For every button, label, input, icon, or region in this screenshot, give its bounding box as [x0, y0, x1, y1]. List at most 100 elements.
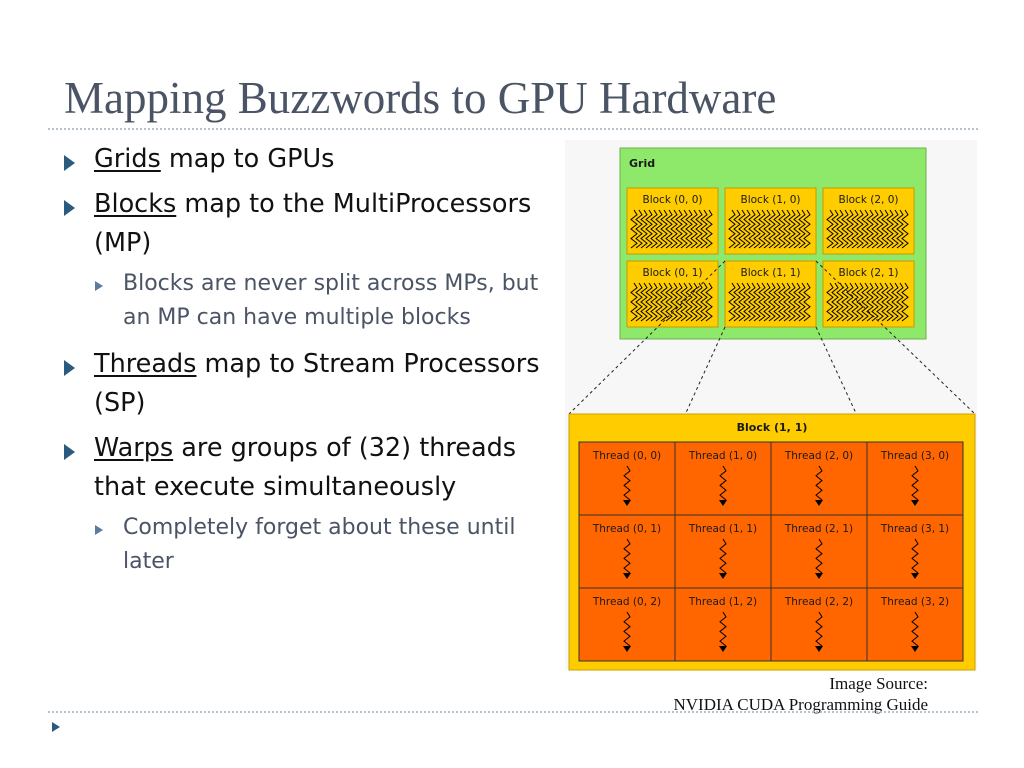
bullet-text: map to GPUs	[160, 144, 335, 174]
thread-squiggle-icon	[758, 282, 766, 322]
thread-squiggle-icon	[645, 209, 653, 249]
bullet-warps: Warps are groups of (32) threads that ex…	[62, 429, 552, 507]
thread-squiggle-icon	[866, 282, 874, 322]
bullet-text: map to Stream Processors (SP)	[94, 349, 540, 418]
footer-divider	[48, 711, 978, 713]
bullet-text: are groups of (32) threads that execute …	[94, 433, 517, 502]
thread-squiggle-icon	[680, 282, 688, 322]
thread-squiggle-icon	[753, 282, 761, 322]
thread-squiggle-icon	[793, 282, 801, 322]
thread-squiggle-icon	[705, 282, 713, 322]
thread-squiggle-icon	[640, 209, 648, 249]
thread-squiggle-icon	[690, 282, 698, 322]
thread-squiggle-icon	[803, 282, 811, 322]
grid-block-label: Block (2, 0)	[839, 194, 899, 206]
thread-squiggle-icon	[876, 282, 884, 322]
thread-squiggle-icon	[803, 209, 811, 249]
thread-squiggle-icon	[836, 282, 844, 322]
bullet-arrow-icon	[64, 444, 75, 460]
thread-squiggle-icon	[685, 282, 693, 322]
thread-arrowhead-icon	[719, 646, 727, 652]
thread-squiggle-icon	[670, 282, 678, 322]
thread-squiggle-icon	[783, 282, 791, 322]
slide-title: Mapping Buzzwords to GPU Hardware	[64, 73, 777, 123]
thread-squiggle-icon	[680, 209, 688, 249]
thread-squiggle-icon	[738, 282, 746, 322]
thread-label: Thread (0, 1)	[592, 523, 661, 535]
thread-arrowhead-icon	[719, 573, 727, 579]
zoom-connector-line	[568, 260, 726, 415]
thread-squiggle-icon	[861, 209, 869, 249]
thread-squiggle-icon	[660, 282, 668, 322]
thread-squiggle-icon	[640, 282, 648, 322]
thread-squiggle-icon	[911, 538, 919, 574]
title-divider	[48, 128, 978, 130]
thread-squiggle-icon	[733, 282, 741, 322]
thread-arrowhead-icon	[623, 500, 631, 506]
thread-squiggle-icon	[670, 209, 678, 249]
thread-squiggle-icon	[881, 209, 889, 249]
thread-squiggle-icon	[901, 209, 909, 249]
sub-bullet-blocks-split: Blocks are never split across MPs, but a…	[62, 267, 552, 335]
thread-squiggle-icon	[856, 209, 864, 249]
thread-squiggle-icon	[851, 209, 859, 249]
grid-block-label: Block (2, 1)	[839, 267, 899, 279]
bullet-arrow-icon	[64, 360, 75, 376]
thread-squiggle-icon	[655, 209, 663, 249]
thread-squiggle-icon	[831, 209, 839, 249]
thread-squiggle-icon	[871, 282, 879, 322]
image-source-caption: Image Source: NVIDIA CUDA Programming Gu…	[673, 673, 928, 715]
thread-squiggle-icon	[675, 282, 683, 322]
thread-squiggle-icon	[768, 282, 776, 322]
thread-squiggle-icon	[826, 209, 834, 249]
bullet-blocks: Blocks map to the MultiProcessors (MP)	[62, 185, 552, 263]
thread-squiggle-icon	[871, 209, 879, 249]
thread-squiggle-icon	[815, 465, 823, 501]
thread-squiggle-icon	[911, 611, 919, 647]
thread-label: Thread (2, 1)	[784, 523, 853, 535]
bullet-term: Threads	[94, 349, 197, 379]
thread-squiggle-icon	[891, 282, 899, 322]
thread-squiggle-icon	[660, 209, 668, 249]
thread-squiggle-icon	[645, 282, 653, 322]
thread-squiggle-icon	[665, 209, 673, 249]
thread-label: Thread (0, 0)	[592, 450, 661, 462]
thread-squiggle-icon	[758, 209, 766, 249]
thread-squiggle-icon	[866, 209, 874, 249]
block-detail-label: Block (1, 1)	[737, 421, 808, 434]
thread-squiggle-icon	[705, 209, 713, 249]
grid-label: Grid	[629, 157, 655, 170]
thread-squiggle-icon	[719, 538, 727, 574]
corner-arrow-icon	[52, 722, 60, 732]
thread-squiggle-icon	[753, 209, 761, 249]
thread-arrowhead-icon	[623, 573, 631, 579]
thread-squiggle-icon	[695, 209, 703, 249]
thread-squiggle-icon	[826, 282, 834, 322]
thread-squiggle-icon	[623, 538, 631, 574]
thread-squiggle-icon	[623, 611, 631, 647]
thread-arrowhead-icon	[911, 646, 919, 652]
thread-squiggle-icon	[655, 282, 663, 322]
thread-squiggle-icon	[815, 538, 823, 574]
thread-label: Thread (3, 2)	[880, 596, 949, 608]
thread-squiggle-icon	[685, 209, 693, 249]
thread-squiggle-icon	[841, 282, 849, 322]
thread-squiggle-icon	[748, 282, 756, 322]
thread-squiggle-icon	[798, 282, 806, 322]
image-source-reference: NVIDIA CUDA Programming Guide	[673, 695, 928, 714]
thread-squiggle-icon	[881, 282, 889, 322]
thread-squiggle-icon	[773, 282, 781, 322]
zoom-connector-line	[815, 260, 976, 415]
thread-squiggle-icon	[778, 209, 786, 249]
thread-label: Thread (1, 1)	[688, 523, 757, 535]
grid-block-label: Block (1, 1)	[741, 267, 801, 279]
thread-squiggle-icon	[743, 209, 751, 249]
thread-squiggle-icon	[831, 282, 839, 322]
thread-label: Thread (1, 2)	[688, 596, 757, 608]
sub-bullet-warps-later: Completely forget about these until late…	[62, 511, 552, 579]
grid-block-label: Block (0, 0)	[643, 194, 703, 206]
thread-squiggle-icon	[783, 209, 791, 249]
thread-label: Thread (3, 1)	[880, 523, 949, 535]
grid-blocks: Block (0, 0)Block (1, 0)Block (2, 0)Bloc…	[626, 187, 915, 328]
